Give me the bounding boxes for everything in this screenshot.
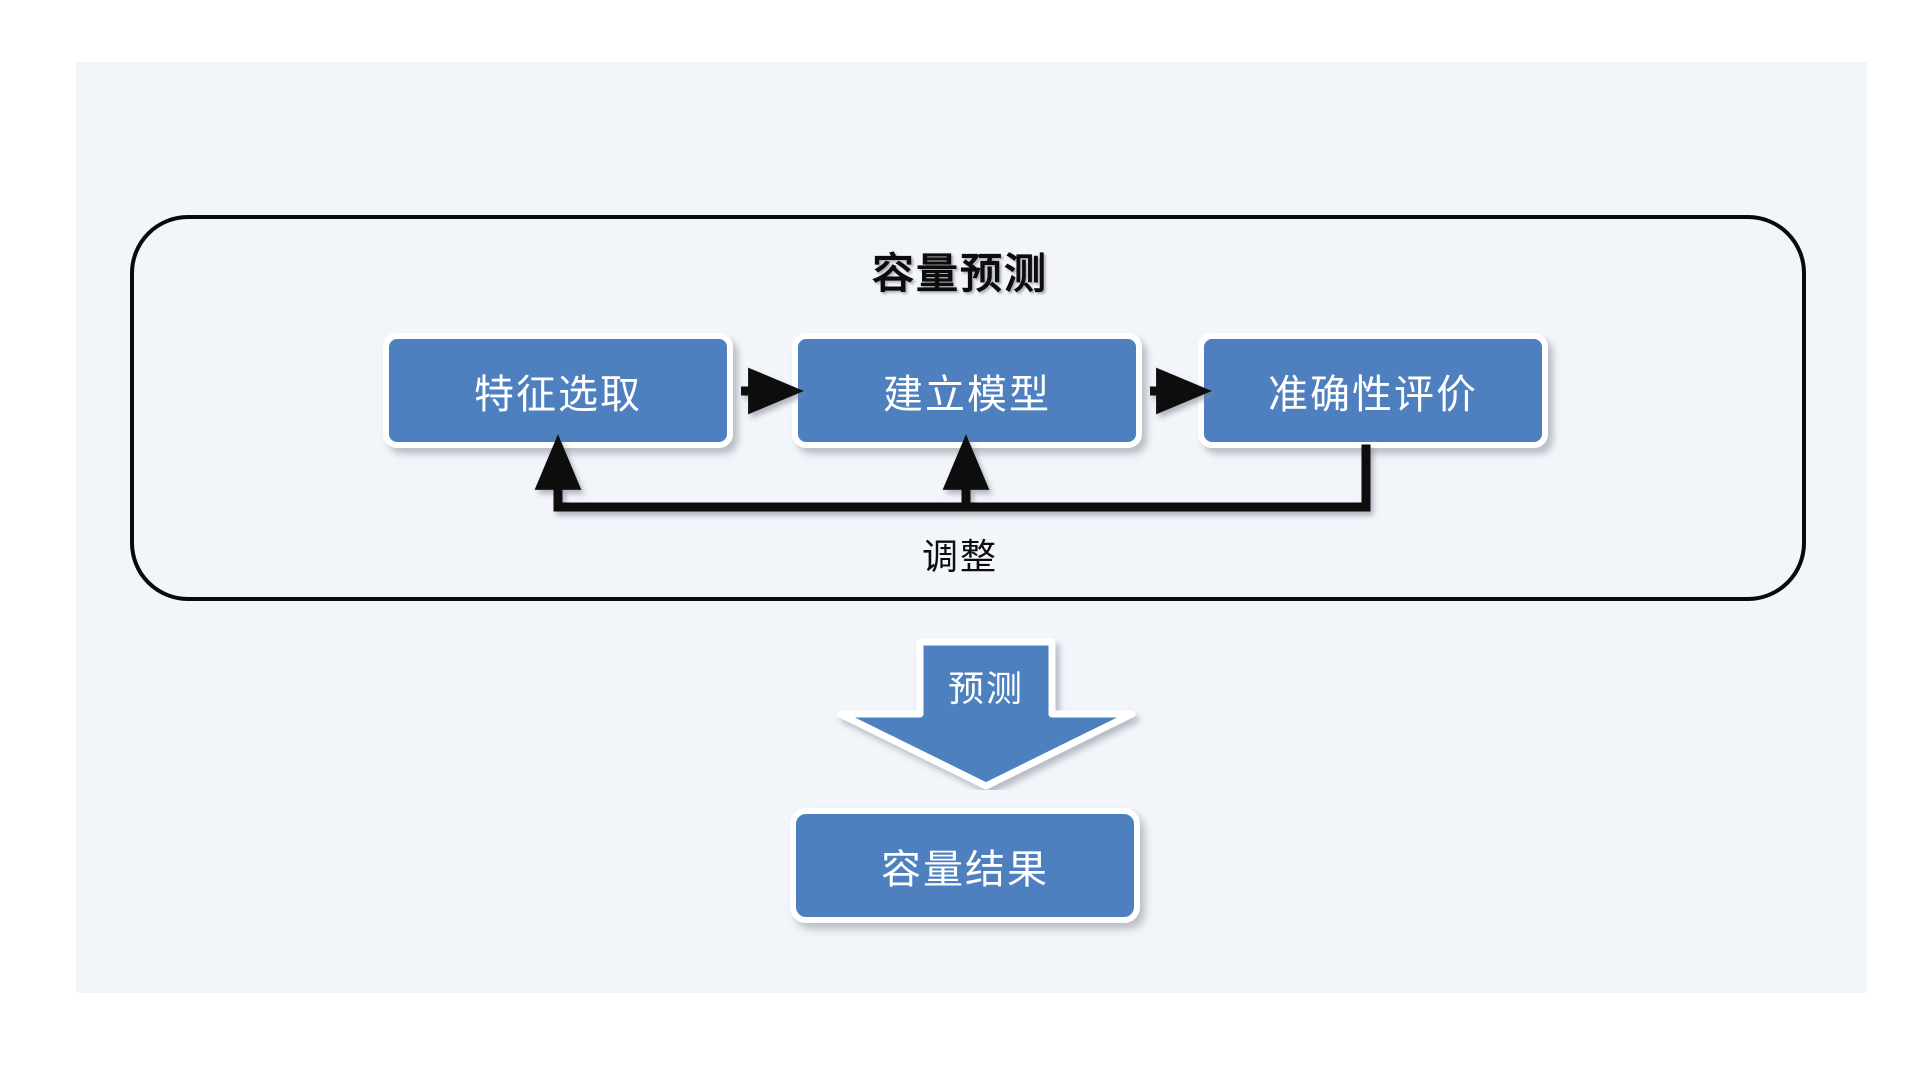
result-box-capacity-result[interactable]: 容量结果 <box>790 808 1140 923</box>
process-box-accuracy-evaluation-label: 准确性评价 <box>1268 372 1478 417</box>
result-box-capacity-result-label: 容量结果 <box>881 847 1049 892</box>
process-box-build-model-label: 建立模型 <box>883 372 1051 417</box>
process-box-feature-selection-label: 特征选取 <box>474 372 642 417</box>
prediction-block-arrow <box>836 638 1136 790</box>
process-box-feature-selection[interactable]: 特征选取 <box>383 333 733 448</box>
feedback-loop-label: 调整 <box>921 536 998 577</box>
group-title: 容量预测 <box>871 250 1048 297</box>
process-box-accuracy-evaluation[interactable]: 准确性评价 <box>1198 333 1548 448</box>
prediction-block-arrow-label: 预测 <box>947 668 1024 709</box>
process-box-build-model[interactable]: 建立模型 <box>792 333 1142 448</box>
capacity-forecast-group-frame <box>130 215 1806 601</box>
